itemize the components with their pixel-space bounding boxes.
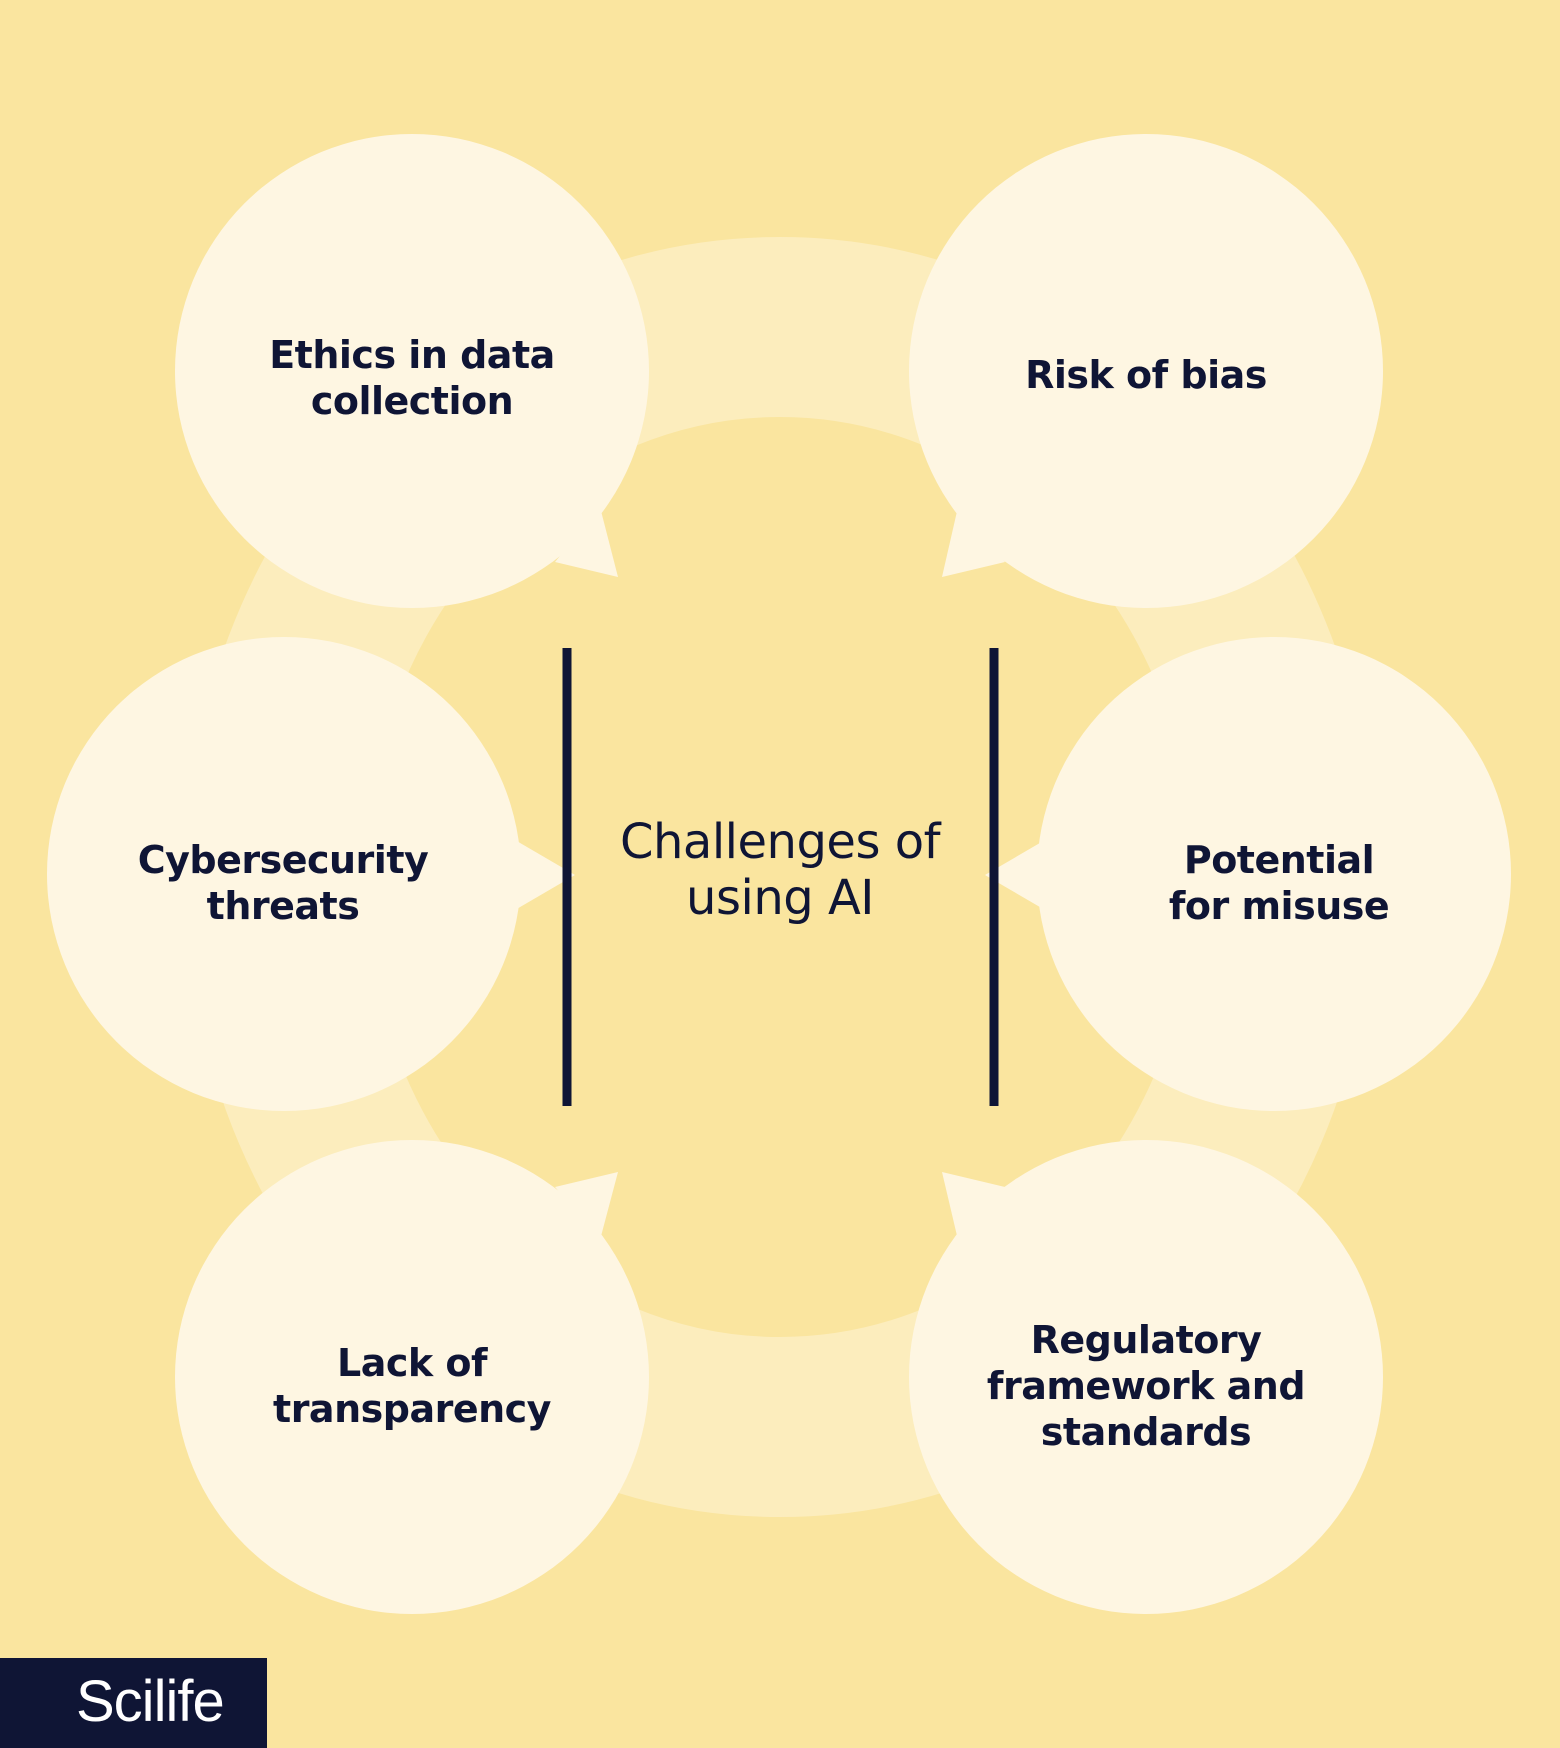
bubble-ethics bbox=[175, 134, 649, 608]
bubble-misuse bbox=[985, 637, 1511, 1111]
challenge-bias-label: Risk of bias bbox=[1025, 353, 1267, 397]
diagram-title: Challenges of using AI bbox=[619, 814, 941, 926]
logo-box bbox=[0, 1658, 267, 1748]
bubble-transparency bbox=[175, 1140, 649, 1614]
bubble-cybersecurity bbox=[47, 637, 575, 1111]
scilife-logo: Scilife bbox=[76, 1669, 225, 1734]
challenge-regulatory-label: Regulatory framework and standards bbox=[986, 1318, 1306, 1454]
challenge-ethics-label: Ethics in data collection bbox=[269, 333, 555, 423]
challenge-misuse-label: Potential for misuse bbox=[1168, 838, 1390, 928]
bubble-regulatory bbox=[909, 1140, 1383, 1614]
challenge-cybersecurity-label: Cybersecurity threats bbox=[137, 838, 429, 928]
challenge-transparency-label: Lack of transparency bbox=[273, 1341, 551, 1431]
bubble-bias bbox=[909, 134, 1383, 608]
